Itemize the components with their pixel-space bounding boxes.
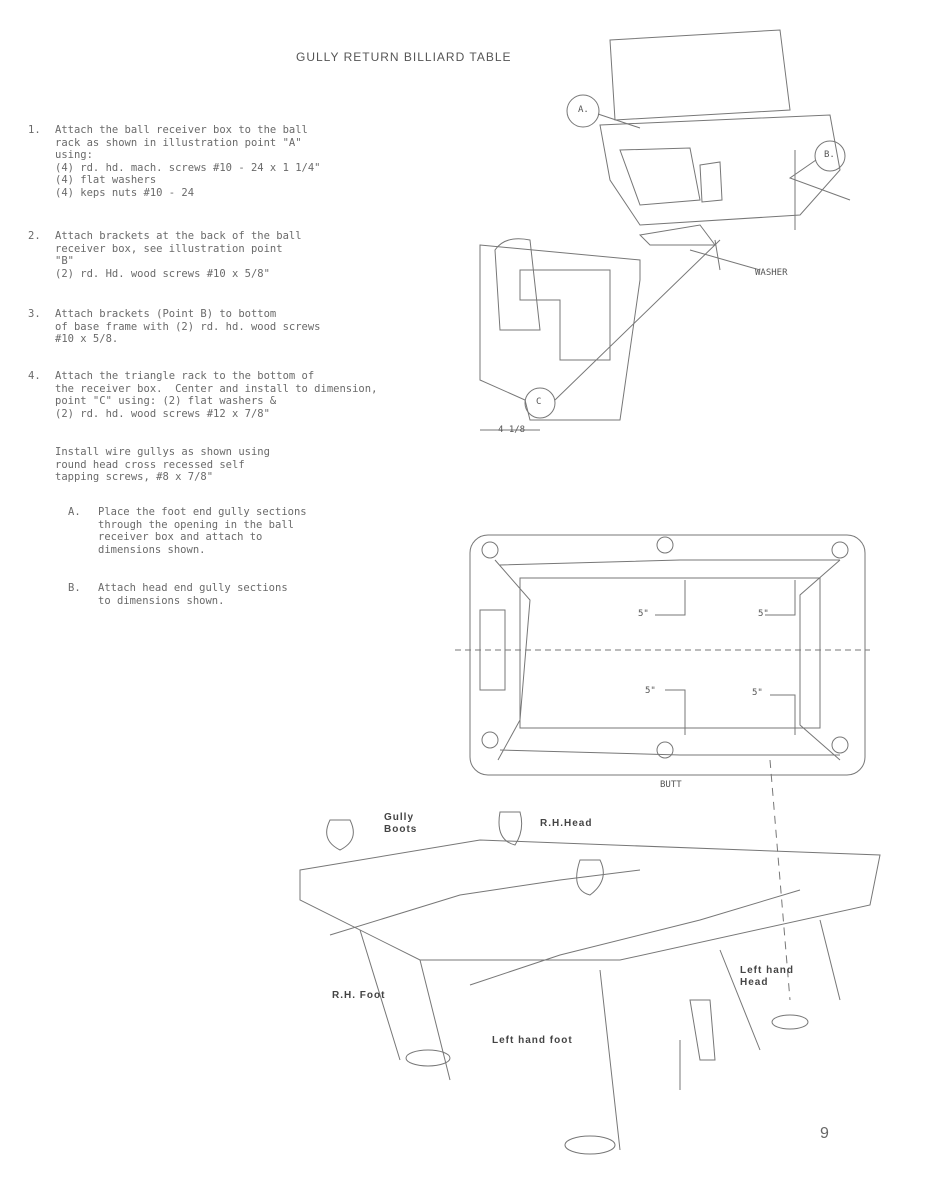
step-text: Attach brackets at the back of the ball … [55,230,302,280]
dimension-5-label: 5" [645,686,656,696]
dimension-label: 4 1/8 [498,425,526,435]
gully-boots-label: Gully Boots [384,812,418,835]
substep-number: B. [68,582,81,594]
substep-number: A. [68,506,81,518]
left-hand-foot-label: Left hand foot [492,1035,573,1046]
point-a-label: A. [578,105,589,115]
washer-label: WASHER [755,268,788,278]
page-number: 9 [820,1125,829,1142]
receiver-box-illustration [479,29,851,431]
table-plan-illustration [455,534,870,1001]
step-text: Attach brackets (Point B) to bottom of b… [55,308,321,345]
left-hand-head-label: Left hand Head [740,965,794,988]
step-number: 1. [28,124,41,136]
point-c-label: C [536,397,542,407]
butt-label: BUTT [660,780,682,790]
step-number: 3. [28,308,41,320]
rh-foot-label: R.H. Foot [332,990,386,1001]
dimension-5-label: 5" [638,609,649,619]
install-note: Install wire gullys as shown using round… [55,446,270,483]
table-perspective-illustration [299,811,881,1155]
page-title: GULLY RETURN BILLIARD TABLE [296,50,512,64]
step-text: Attach the ball receiver box to the ball… [55,124,321,199]
step-number: 4. [28,370,41,382]
substep-text: Place the foot end gully sections throug… [98,506,307,556]
point-b-label: B. [824,150,835,160]
dimension-5-label: 5" [752,688,763,698]
step-text: Attach the triangle rack to the bottom o… [55,370,378,420]
rh-head-label: R.H.Head [540,818,593,829]
substep-text: Attach head end gully sections to dimens… [98,582,288,607]
step-number: 2. [28,230,41,242]
dimension-5-label: 5" [758,609,769,619]
